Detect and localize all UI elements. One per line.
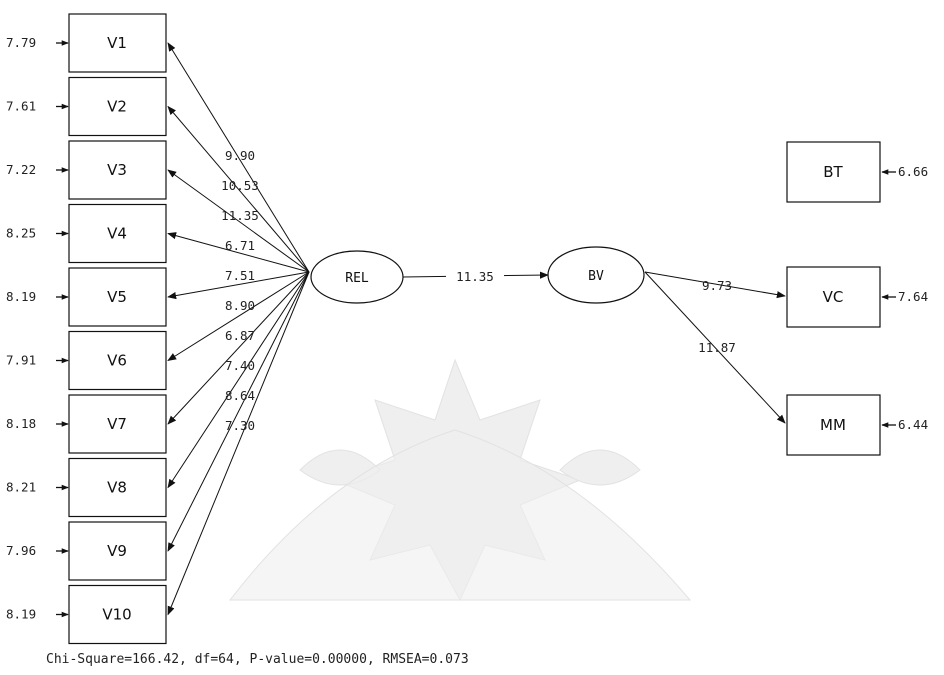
error-variance-v6: 7.91 (6, 353, 36, 368)
indicator-label-v9: V9 (107, 542, 127, 560)
loading-value-mm: 11.87 (698, 340, 736, 355)
path-coefficient-rel-bv: 11.35 (456, 269, 494, 284)
indicator-box-v4[interactable] (68, 203, 167, 264)
indicator-label-v3: V3 (107, 161, 127, 179)
loading-arrow-v9 (167, 271, 310, 552)
error-variance-v2: 7.61 (6, 99, 36, 114)
loading-arrow-v2 (167, 105, 310, 273)
loading-arrow-mm (644, 271, 786, 424)
error-variance-v5: 8.19 (6, 289, 36, 304)
indicator-label-v4: V4 (107, 225, 127, 243)
loading-value-v5: 7.51 (225, 268, 255, 283)
loading-value-v7: 6.87 (225, 328, 255, 343)
indicator-label-v5: V5 (107, 288, 127, 306)
loading-arrow-v10 (167, 271, 310, 616)
loading-value-v9: 8.64 (225, 388, 255, 403)
error-variance-v10: 8.19 (6, 607, 36, 622)
indicator-label-v10: V10 (102, 606, 131, 624)
watermark (228, 358, 692, 602)
indicator-label-vc: VC (823, 288, 844, 306)
indicator-label-v1: V1 (107, 34, 127, 52)
loading-value-v1: 9.90 (225, 148, 255, 163)
indicator-box-v8[interactable] (68, 457, 167, 518)
error-variance-mm: 6.44 (898, 417, 928, 432)
error-variance-vc: 7.64 (898, 289, 928, 304)
loading-arrow-v1 (167, 42, 310, 273)
indicator-box-v10[interactable] (68, 584, 167, 645)
error-variance-bt: 6.66 (898, 164, 928, 179)
loading-value-v2: 10.53 (221, 178, 259, 193)
indicator-label-v7: V7 (107, 415, 127, 433)
loading-value-v3: 11.35 (221, 208, 259, 223)
error-variance-v4: 8.25 (6, 226, 36, 241)
latent-bv-label: BV (588, 269, 604, 284)
indicator-label-v8: V8 (107, 479, 127, 497)
indicator-label-v2: V2 (107, 98, 127, 116)
loading-arrow-v3 (167, 169, 310, 273)
error-variance-v7: 8.18 (6, 416, 36, 431)
indicator-box-v2[interactable] (68, 76, 167, 137)
indicator-box-v7[interactable] (68, 394, 167, 454)
indicator-label-bt: BT (823, 163, 843, 181)
indicator-box-vc[interactable] (786, 266, 881, 328)
loading-arrow-v6 (167, 271, 310, 361)
indicator-box-v1[interactable] (68, 13, 167, 73)
indicator-box-bt[interactable] (786, 141, 881, 203)
indicator-box-v3[interactable] (68, 140, 167, 200)
loading-value-v4: 6.71 (225, 238, 255, 253)
indicator-box-v5[interactable] (68, 267, 167, 327)
error-variance-v1: 7.79 (6, 35, 36, 50)
error-variance-v3: 7.22 (6, 162, 36, 177)
indicator-box-mm[interactable] (786, 394, 881, 456)
loading-arrow-v7 (167, 271, 310, 425)
arrow-layer (56, 40, 896, 618)
error-variance-v8: 8.21 (6, 480, 36, 495)
loading-arrow-v5 (167, 271, 310, 300)
fit-statistics: Chi-Square=166.42, df=64, P-value=0.0000… (46, 652, 469, 667)
path-label-bg (446, 268, 504, 284)
indicator-label-mm: MM (820, 416, 846, 434)
loading-value-v10: 7.30 (225, 418, 255, 433)
loading-value-v6: 8.90 (225, 298, 255, 313)
label-layer: 7.79 9.90 7.61 10.53 7.22 11.35 8.25 6.71 8.19 7.… (6, 35, 928, 622)
indicator-label-v6: V6 (107, 352, 127, 370)
loading-value-vc: 9.73 (702, 278, 732, 293)
loading-arrow-v4 (167, 232, 310, 273)
loading-arrow-v8 (167, 271, 310, 489)
indicator-box-v9[interactable] (68, 521, 167, 581)
error-variance-v9: 7.96 (6, 543, 36, 558)
latent-rel-label: REL (345, 271, 369, 286)
indicator-box-v6[interactable] (68, 330, 167, 391)
loading-value-v8: 7.40 (225, 358, 255, 373)
loading-arrow-vc (644, 271, 786, 299)
